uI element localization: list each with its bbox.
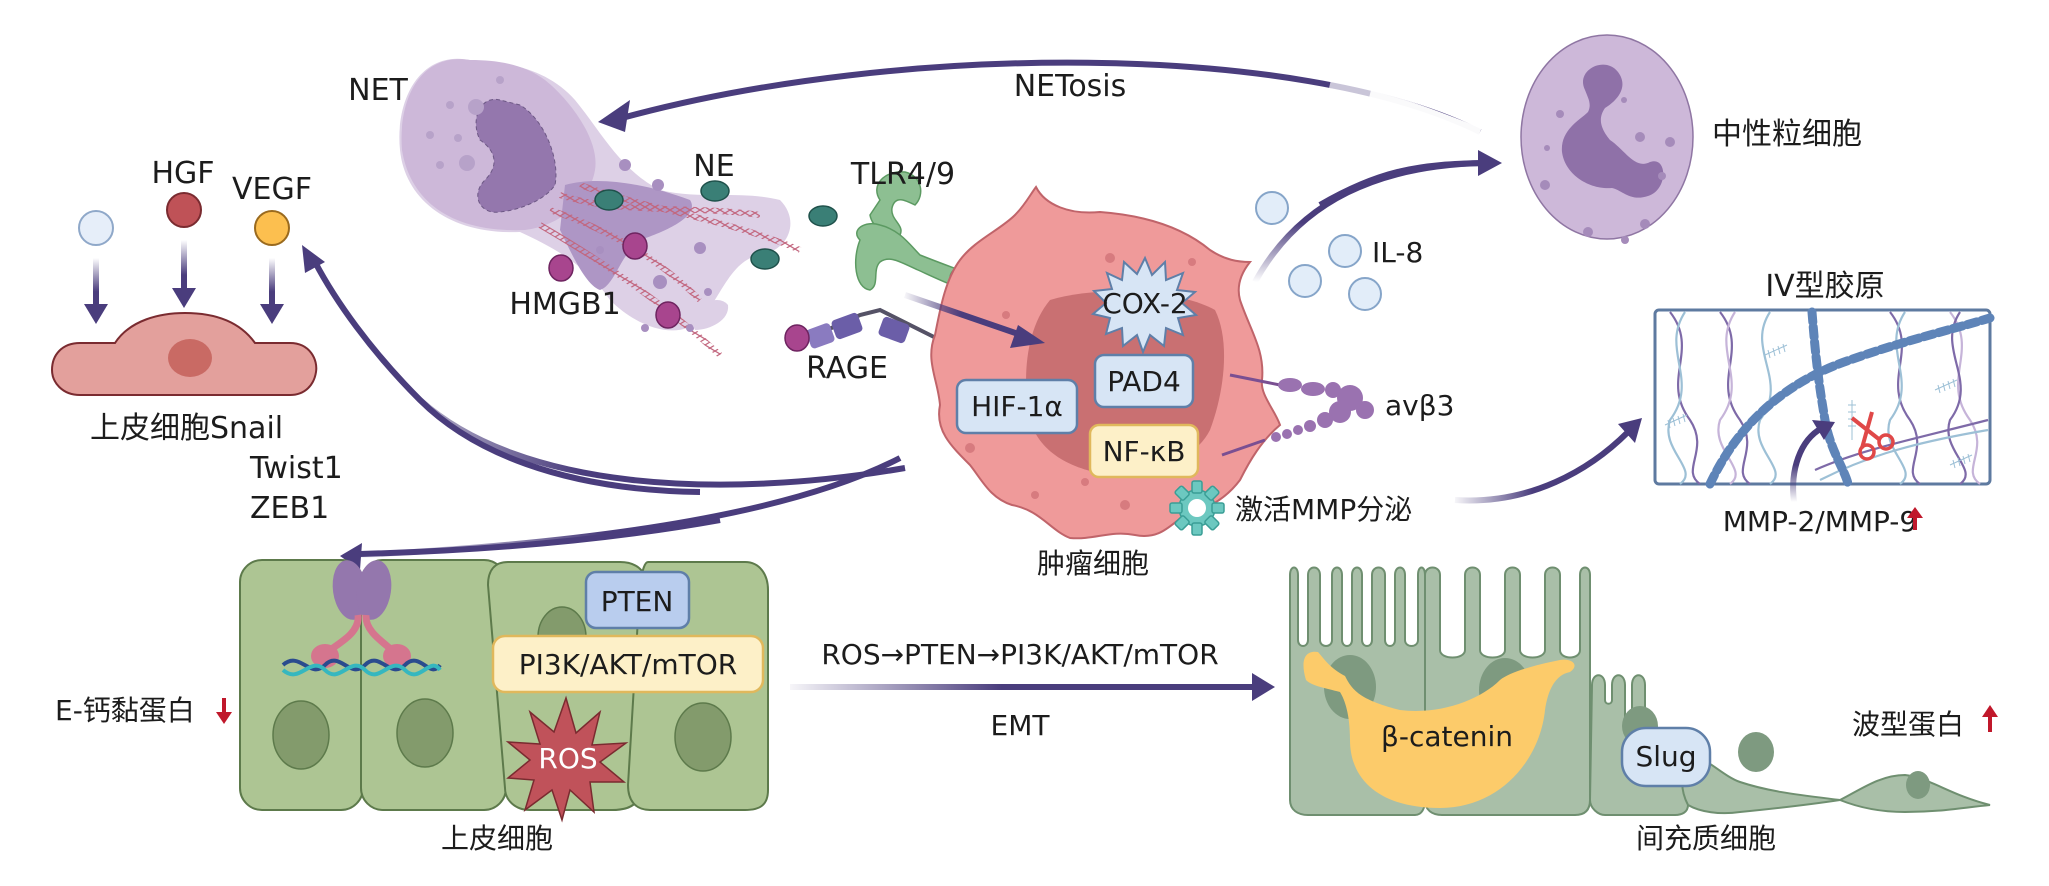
- il8-molecules: [1255, 191, 1382, 311]
- beta-catenin-shape: [1303, 651, 1575, 808]
- hif1a-box: [955, 378, 1079, 435]
- hmgb1-molecules: [548, 232, 681, 329]
- epithelial-snail-label: 上皮细胞Snail: [90, 411, 283, 446]
- netosis-arrow: [598, 59, 1482, 136]
- e-cadherin-label: E-钙黏蛋白: [55, 694, 195, 727]
- zeb1-label: ZEB1: [250, 491, 329, 526]
- vimentin-label: 波型蛋白: [1852, 708, 1964, 741]
- collagen-iv-matrix: [1653, 307, 1995, 489]
- pad4-box: [1093, 353, 1195, 409]
- pi3k-box: [491, 634, 765, 694]
- pathway-label: ROS→PTEN→PI3K/AKT/mTOR: [821, 638, 1218, 671]
- scissors-icon: [1850, 411, 1895, 461]
- slug-label: Slug: [1635, 740, 1696, 773]
- mmp29-label: MMP-2/MMP-9: [1723, 505, 1917, 538]
- hif1a-label: HIF-1α: [971, 390, 1063, 423]
- hgf-label: HGF: [151, 156, 214, 191]
- nfkb-box: [1088, 423, 1200, 479]
- rage-label: RAGE: [806, 351, 888, 386]
- red-down-arrow-icon: [216, 698, 232, 724]
- avb3-label: avβ3: [1385, 389, 1454, 422]
- beta-catenin-label: β-catenin: [1381, 720, 1513, 753]
- nfkb-label: NF-κB: [1103, 435, 1186, 468]
- vegf-label: VEGF: [232, 172, 312, 207]
- collagen-iv-label: IV型胶原: [1765, 269, 1884, 304]
- ros-label: ROS: [538, 742, 597, 775]
- mmp-secretion-arrow: [1454, 418, 1642, 504]
- neutrophil-cell: [1520, 34, 1694, 244]
- mmp-to-collagen-arrow: [1790, 420, 1835, 503]
- tlr-to-nucleus-arrow: [904, 292, 1045, 348]
- netosis-label: NETosis: [1014, 69, 1127, 104]
- il8-to-neutrophil-arrow: [1252, 150, 1502, 284]
- tumor-to-vegf-arrow: [302, 245, 906, 495]
- neutrophil-label: 中性粒细胞: [1712, 117, 1862, 152]
- net-label: NET: [348, 73, 408, 108]
- pink-epithelial-cell: [50, 311, 318, 396]
- pten-label: PTEN: [601, 585, 674, 618]
- avb3-integrin: [1221, 373, 1374, 457]
- mmp-secretion-label: 激活MMP分泌: [1235, 493, 1412, 526]
- tumor-to-zeb1-arrow: [340, 455, 902, 570]
- rage-receptor: [784, 307, 961, 352]
- gear-icon: [1169, 480, 1225, 536]
- red-up-arrow-icon: [1907, 507, 1923, 530]
- pad4-label: PAD4: [1107, 365, 1181, 398]
- tlr-label: TLR4/9: [850, 157, 955, 192]
- mesenchymal-cell-label: 间充质细胞: [1636, 822, 1776, 855]
- ne-label: NE: [693, 149, 734, 184]
- cox2-label: COX-2: [1102, 287, 1188, 320]
- slug-box: [1620, 726, 1712, 788]
- net-structure: [399, 58, 802, 358]
- cox2-star: [1090, 255, 1199, 355]
- growth-factors: [78, 192, 290, 324]
- e-cadherin-complex: [281, 560, 442, 677]
- twist1-label: Twist1: [249, 451, 343, 486]
- tumor-cell-label: 肿瘤细胞: [1037, 547, 1149, 580]
- il8-label: IL-8: [1372, 236, 1423, 269]
- emt-label: EMT: [991, 709, 1051, 742]
- hmgb1-label: HMGB1: [509, 287, 620, 322]
- pi3k-label: PI3K/AKT/mTOR: [519, 648, 738, 681]
- red-up-arrow-icon: [1982, 705, 1998, 732]
- ne-molecules: [594, 180, 838, 270]
- epithelial-cell-label: 上皮细胞: [441, 822, 553, 855]
- pten-box: [584, 570, 691, 630]
- ros-star: [505, 695, 629, 823]
- emt-arrow: [790, 673, 1275, 701]
